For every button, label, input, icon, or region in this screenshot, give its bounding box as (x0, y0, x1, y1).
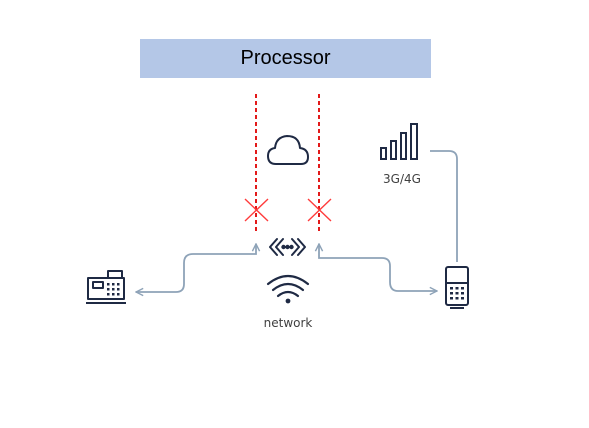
cash-register-icon (86, 270, 126, 304)
card-reader-icon (445, 266, 469, 309)
connector-reader-cellular (430, 150, 458, 262)
blocked-x-icon (244, 198, 269, 222)
blocked-x-icon (307, 198, 332, 222)
wifi-icon (266, 274, 310, 304)
processor-label: Processor (240, 47, 331, 69)
processor-box: Processor (140, 39, 431, 78)
connector-register-router (136, 244, 256, 292)
cellular-label: 3G/4G (383, 172, 421, 186)
connector-router-reader (319, 244, 437, 291)
router-icon (269, 238, 306, 256)
network-label: network (263, 316, 313, 330)
cellular-signal-icon (380, 123, 418, 160)
cloud-icon (267, 135, 309, 165)
